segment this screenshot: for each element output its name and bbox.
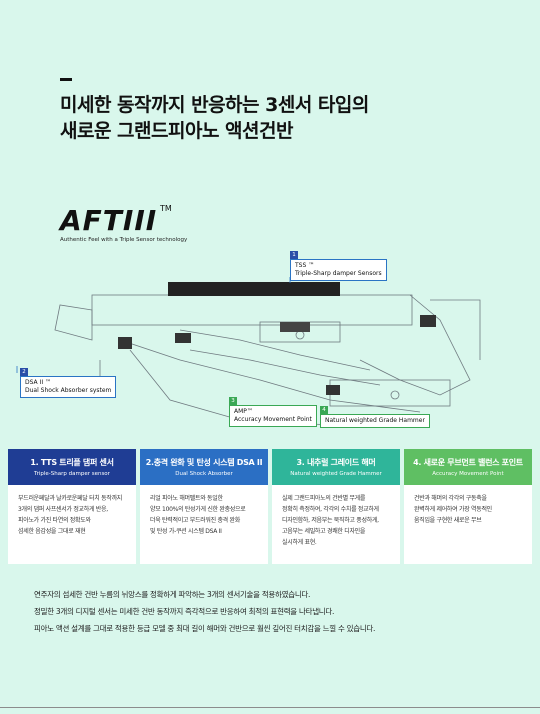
middle-block xyxy=(259,321,341,343)
card-title: 3. 내추럴 그레이드 해머 xyxy=(296,458,376,467)
callout-title: DSA II ™ xyxy=(25,379,51,386)
lower-arm xyxy=(119,339,421,413)
headline-line-1: 미세한 동작까지 반응하는 3센서 타입의 xyxy=(60,94,369,116)
headline-dash xyxy=(60,78,72,81)
pivot-1 xyxy=(295,330,305,340)
description-line-2: 정밀한 3개의 디지털 센서는 미세한 건반 동작까지 즉각적으로 반응하여 최… xyxy=(34,607,335,616)
card-subtitle: Accuracy Movement Point xyxy=(432,471,504,477)
damper-block xyxy=(168,282,340,296)
headline: 미세한 동작까지 반응하는 3센서 타입의 새로운 그랜드피아노 액션건반 xyxy=(60,92,369,144)
feature-card-dsa: 2.충격 완화 및 탄성 시스템 DSA II Dual Shock Absor… xyxy=(140,449,268,564)
card-body: 리얼 피아노 해머펠트와 동일한 양모 100%의 탄성가게 신한 완충성으로 … xyxy=(150,495,246,535)
key-body xyxy=(91,294,413,326)
feature-cards: 1. TTS 트리플 댐퍼 센서 Triple-Sharp damper sen… xyxy=(8,449,532,564)
description-line-3: 피아노 액션 설계를 그대로 적용한 등급 모델 중 최대 길이 해머와 건반으… xyxy=(34,624,376,633)
card-subtitle: Triple-Sharp damper sensor xyxy=(34,471,110,477)
card-title: 4. 새로운 무브먼트 밸런스 포인트 xyxy=(413,458,523,467)
sensor-cluster xyxy=(280,322,310,332)
absorber-2 xyxy=(175,333,191,343)
card-header: 4. 새로운 무브먼트 밸런스 포인트 Accuracy Movement Po… xyxy=(404,449,532,485)
card-title: 1. TTS 트리플 댐퍼 센서 xyxy=(30,458,114,467)
callout-title: AMP™ xyxy=(234,408,253,415)
headline-line-2: 새로운 그랜드피아노 액션건반 xyxy=(60,120,293,142)
card-title: 2.충격 완화 및 탄성 시스템 DSA II xyxy=(145,458,263,467)
callout-number: 3 xyxy=(229,397,237,405)
absorber-3 xyxy=(420,315,436,327)
card-body: 건반과 해머의 각각의 구동축을 완벽하게 제어하여 가장 역동적인 움직임을 … xyxy=(414,495,492,524)
callout-number: 1 xyxy=(290,251,298,259)
wippen-curve xyxy=(359,294,471,396)
card-header: 2.충격 완화 및 탄성 시스템 DSA II Dual Shock Absor… xyxy=(140,449,268,485)
callout-number: 2 xyxy=(20,368,28,376)
pivot-2 xyxy=(390,390,400,400)
footer-divider xyxy=(0,707,540,708)
callout-amp: 3 AMP™ Accuracy Movement Point xyxy=(229,397,317,427)
callout-subtitle: Accuracy Movement Point xyxy=(234,416,312,423)
absorber-4 xyxy=(326,385,340,395)
logo-tagline: Authentic Feel with a Triple Sensor tech… xyxy=(60,237,188,243)
card-header: 1. TTS 트리플 댐퍼 센서 Triple-Sharp damper sen… xyxy=(8,449,136,485)
aftiii-logo: AFTIII TM Authentic Feel with a Triple S… xyxy=(60,204,187,243)
action-line-1 xyxy=(179,329,371,371)
action-line-2 xyxy=(189,349,381,386)
card-body: 실제 그랜드피아노의 건반별 무게를 정확히 측정하여, 각각의 수치를 정교하… xyxy=(282,495,379,546)
callout-hammer: 4 Natural weighted Grade Hammer xyxy=(320,406,430,428)
callout-title: Natural weighted Grade Hammer xyxy=(325,417,425,424)
feature-card-movement: 4. 새로운 무브먼트 밸런스 포인트 Accuracy Movement Po… xyxy=(404,449,532,564)
feature-card-tts: 1. TTS 트리플 댐퍼 센서 Triple-Sharp damper sen… xyxy=(8,449,136,564)
callout-subtitle: Dual Shock Absorber system xyxy=(25,387,112,394)
card-subtitle: Dual Shock Absorber xyxy=(175,471,233,477)
rear-support xyxy=(430,299,481,360)
description-text: 연주자의 섬세한 건반 누름의 뉘앙스를 정확하게 파악하는 3개의 센서기술을… xyxy=(34,586,375,637)
callout-tss: 1 TSS ™ Triple-Sharp damper Sensors xyxy=(290,251,387,281)
callout-number: 4 xyxy=(320,406,328,414)
key-front xyxy=(54,304,93,341)
card-header: 3. 내추럴 그레이드 해머 Natural weighted Grade Ha… xyxy=(272,449,400,485)
callout-title: TSS ™ xyxy=(295,262,315,269)
feature-card-hammer: 3. 내추럴 그레이드 해머 Natural weighted Grade Ha… xyxy=(272,449,400,564)
card-subtitle: Natural weighted Grade Hammer xyxy=(290,471,382,477)
hammer-rail xyxy=(329,379,451,407)
logo-wordmark: AFTIII xyxy=(60,204,158,237)
card-body: 부드러운페달과 날카로운페달 터치 동작까지 3개의 댐퍼 사프센서가 정교하게… xyxy=(18,495,123,535)
logo-trademark: TM xyxy=(160,204,172,213)
description-line-1: 연주자의 섬세한 건반 누름의 뉘앙스를 정확하게 파악하는 3개의 센서기술을… xyxy=(34,590,311,599)
callout-dsa: 2 DSA II ™ Dual Shock Absorber system xyxy=(20,368,117,398)
callout-subtitle: Triple-Sharp damper Sensors xyxy=(295,270,382,277)
absorber-1 xyxy=(118,337,132,349)
